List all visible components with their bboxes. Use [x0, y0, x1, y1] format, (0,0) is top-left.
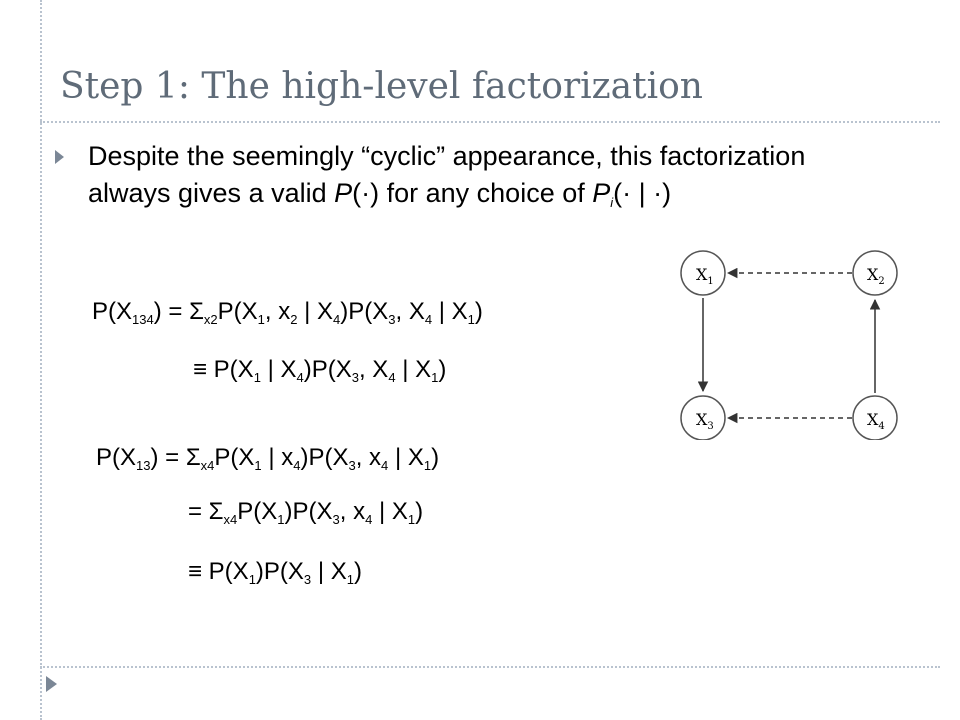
- node-x3: X3: [680, 395, 726, 440]
- equation-3: P(X13) = Σx4P(X1 | x4)P(X3, x4 | X1): [96, 444, 440, 473]
- node-x2: X2: [852, 250, 898, 296]
- equation-5: ≡ P(X1)P(X3 | X1): [188, 558, 362, 587]
- bottom-divider: [40, 666, 940, 668]
- bullet-text: Despite the seemingly “cyclic” appearanc…: [88, 141, 806, 210]
- top-divider: [40, 121, 940, 123]
- slide-title: Step 1: The high-level factorization: [60, 66, 703, 107]
- node-x4: X4: [852, 395, 898, 440]
- vertical-divider: [40, 0, 42, 720]
- equation-2: ≡ P(X1 | X4)P(X3, X4 | X1): [193, 356, 447, 385]
- node-x1: X1: [680, 250, 726, 296]
- equation-4: = Σx4P(X1)P(X3, x4 | X1): [188, 498, 424, 527]
- equation-1: P(X134) = Σx2P(X1, x2 | X4)P(X3, X4 | X1…: [92, 298, 483, 327]
- slide-corner-arrow-icon: [46, 676, 57, 692]
- bullet-arrow-icon: [55, 150, 64, 164]
- factor-graph-diagram: X1 X2 X3 X4: [680, 250, 898, 440]
